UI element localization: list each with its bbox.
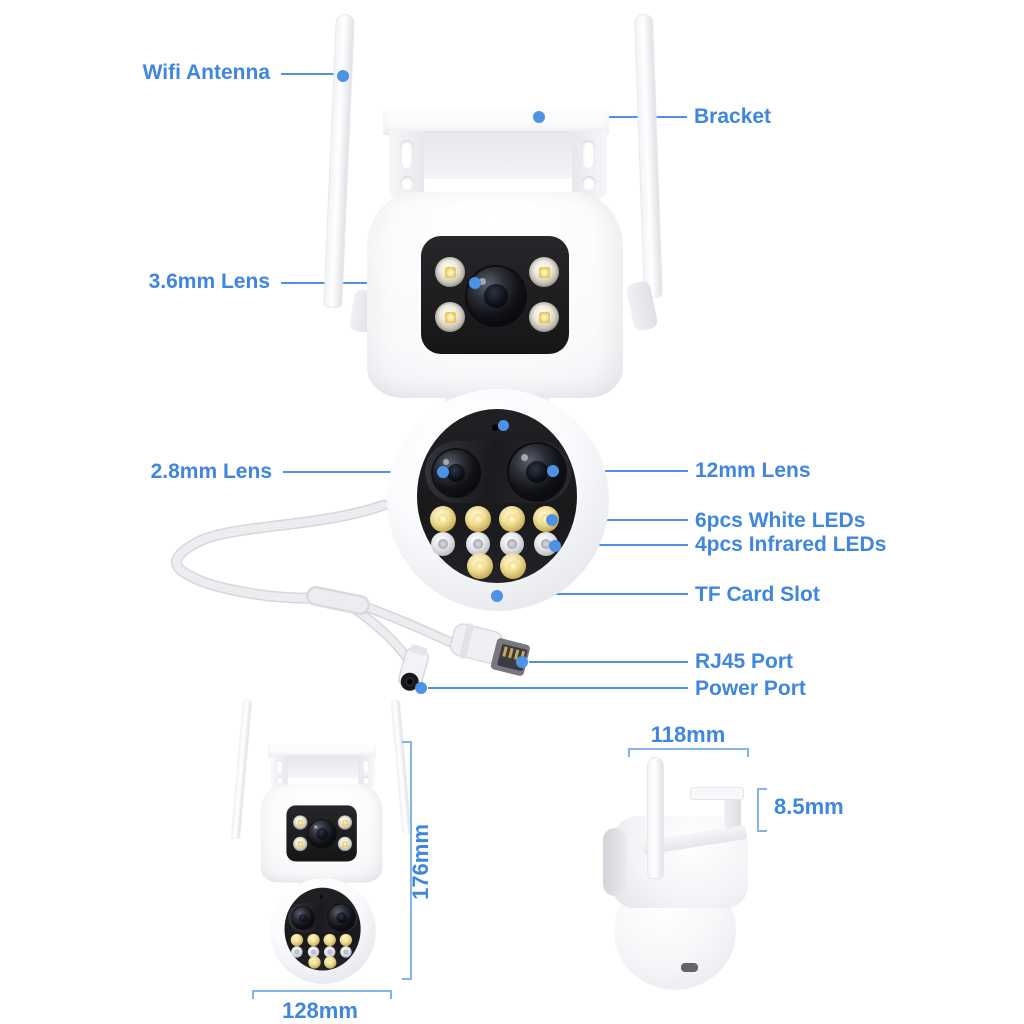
label-wifi-antenna: Wifi Antenna — [130, 61, 270, 84]
label-text: 6pcs White LEDs — [695, 509, 866, 532]
label-rj45-port: RJ45 Port — [695, 650, 793, 673]
dim-128mm: 128mm — [268, 998, 372, 1024]
label-lens-12mm: 12mm Lens — [695, 459, 811, 482]
dim-text: 118mm — [650, 722, 726, 747]
leader-infrared-leds — [562, 544, 688, 546]
mount-bracket-back — [423, 131, 573, 179]
bracket-screw-slot — [582, 140, 595, 169]
bracket-screw-hole — [400, 176, 414, 191]
side-hook-top — [690, 787, 744, 800]
microphone-hole — [492, 424, 498, 431]
mount-bracket-plate — [268, 744, 376, 757]
label-text: TF Card Slot — [695, 583, 820, 606]
label-bracket: Bracket — [694, 105, 771, 128]
main-camera — [323, 13, 663, 611]
label-text: Bracket — [694, 105, 772, 128]
dim-118mm: 118mm — [640, 722, 736, 748]
label-text: RJ45 Port — [695, 650, 794, 673]
white-led — [529, 302, 559, 332]
bracket-screw-slot — [400, 140, 413, 169]
dim-8-5mm: 8.5mm — [774, 794, 844, 820]
power-connector — [398, 644, 430, 691]
dot-rj45-port — [516, 656, 528, 668]
dim-8-5mm-bracket — [757, 788, 767, 832]
side-antenna — [647, 757, 664, 879]
leader-bracket — [547, 116, 687, 118]
bracket-flange-left — [389, 131, 424, 199]
white-led — [435, 302, 465, 332]
mount-bracket-back — [287, 755, 359, 779]
white-led — [435, 257, 465, 287]
label-text: Power Port — [695, 677, 806, 700]
label-lens-2-8mm: 2.8mm Lens — [132, 460, 272, 483]
dot-tf-card-slot — [491, 590, 503, 602]
dot-bracket — [533, 111, 545, 123]
dot-power-port — [415, 682, 427, 694]
white-led — [465, 506, 491, 532]
dot-lens-2-8mm — [437, 466, 449, 478]
side-face-edge — [603, 828, 627, 896]
bracket-flange-right — [572, 131, 607, 199]
dot-wifi-antenna — [337, 70, 349, 82]
side-hook-drop — [724, 794, 741, 828]
leader-lens-2-8mm — [283, 471, 437, 473]
white-led — [499, 506, 525, 532]
dot-lens-12mm — [547, 465, 559, 477]
label-text: 12mm Lens — [695, 459, 811, 482]
label-text: 3.6mm Lens — [148, 270, 270, 293]
dot-white-leds — [546, 514, 558, 526]
label-infrared-leds: 4pcs Infrared LEDs — [695, 533, 886, 556]
leader-lens-12mm — [560, 470, 688, 472]
label-text: 2.8mm Lens — [150, 460, 272, 483]
leader-wifi-antenna — [281, 73, 337, 75]
label-text: 4pcs Infrared LEDs — [695, 533, 887, 556]
leader-power-port — [428, 687, 688, 689]
dot-infrared-leds — [549, 540, 561, 552]
white-led — [467, 553, 493, 579]
bracket-flange-right — [358, 755, 375, 788]
dim-128mm-bracket — [252, 990, 392, 999]
white-led — [529, 257, 559, 287]
front-view-small — [86, 693, 573, 998]
infrared-led — [431, 532, 455, 556]
dim-text: 128mm — [282, 998, 358, 1023]
infrared-led — [500, 532, 524, 556]
dim-118mm-bracket — [628, 748, 749, 757]
leader-rj45-port — [529, 661, 688, 663]
label-tf-card-slot: TF Card Slot — [695, 583, 820, 606]
label-lens-3-6mm: 3.6mm Lens — [130, 270, 270, 293]
leader-tf-card-slot — [504, 593, 688, 595]
lens-2-8mm — [433, 450, 479, 496]
leader-white-leds — [559, 519, 688, 521]
label-white-leds: 6pcs White LEDs — [695, 509, 865, 532]
label-text: Wifi Antenna — [142, 61, 270, 84]
white-led — [430, 506, 456, 532]
side-ball-notch — [681, 963, 698, 972]
dot-lens-3-6mm — [469, 277, 481, 289]
mount-bracket-plate — [383, 109, 609, 133]
infrared-led — [466, 532, 490, 556]
dim-text: 8.5mm — [774, 794, 844, 819]
label-power-port: Power Port — [695, 677, 806, 700]
lens-3-6mm — [467, 267, 525, 325]
dot-microphone — [498, 420, 509, 431]
bracket-flange-left — [271, 755, 288, 788]
white-led — [500, 553, 526, 579]
bracket-screw-hole — [582, 176, 596, 191]
rj45-connector — [449, 623, 530, 676]
dim-176mm-bracket — [402, 741, 412, 980]
